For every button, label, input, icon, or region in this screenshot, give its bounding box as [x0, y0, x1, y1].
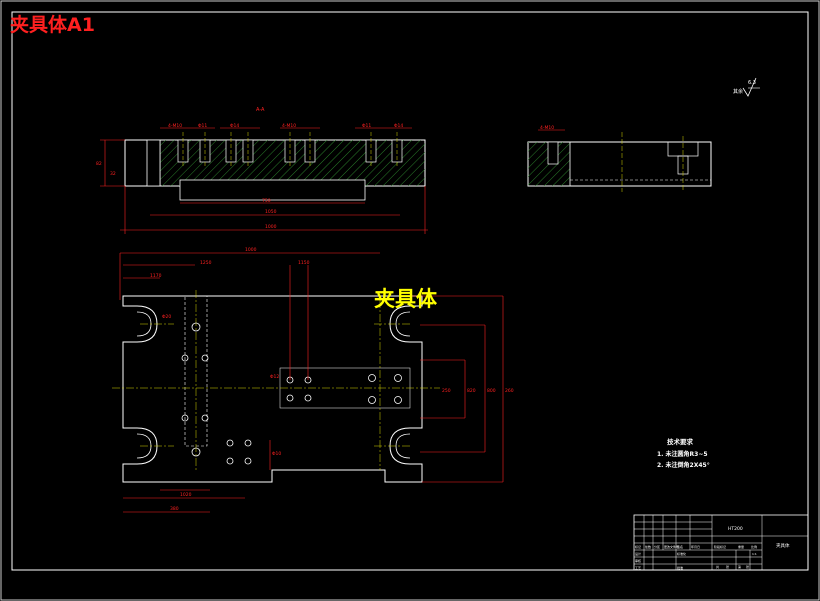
- svg-text:1000: 1000: [245, 247, 257, 253]
- svg-text:1020: 1020: [180, 492, 192, 498]
- svg-text:82: 82: [96, 161, 102, 167]
- svg-text:张: 张: [726, 564, 729, 569]
- svg-text:设计: 设计: [635, 551, 641, 556]
- svg-text:张: 张: [746, 564, 749, 569]
- svg-text:批准: 批准: [677, 565, 683, 570]
- inner-frame: [11, 11, 809, 571]
- svg-text:820: 820: [467, 388, 476, 394]
- roughness-value: 6.3: [748, 80, 756, 86]
- svg-text:比例: 比例: [751, 544, 757, 549]
- svg-text:4-M10: 4-M10: [168, 123, 182, 129]
- tech-req-item-1: 1. 未注圆角R3~5: [657, 450, 708, 458]
- plan-view: 1000 1250 1170 1150 1020 380 820 800 260…: [112, 247, 514, 513]
- svg-text:Φ20: Φ20: [162, 314, 171, 320]
- side-view: 4-M10: [527, 125, 712, 192]
- svg-text:800: 800: [487, 388, 496, 394]
- svg-text:4-M10: 4-M10: [540, 125, 554, 131]
- svg-text:重量: 重量: [738, 544, 744, 549]
- section-label: A-A: [256, 107, 265, 113]
- svg-text:4-M10: 4-M10: [282, 123, 296, 129]
- svg-text:Φ11: Φ11: [198, 123, 207, 129]
- roughness-label: 其余: [733, 88, 743, 95]
- roughness-symbol: 其余 6.3: [733, 77, 760, 97]
- svg-text:Φ14: Φ14: [230, 123, 239, 129]
- svg-text:审核: 审核: [635, 558, 641, 563]
- svg-text:1250: 1250: [200, 260, 212, 266]
- svg-text:Φ10: Φ10: [272, 451, 281, 457]
- title-block-material: HT200: [728, 526, 743, 532]
- title-block-part-name: 夹具体: [776, 542, 790, 549]
- svg-text:250: 250: [442, 388, 451, 394]
- tech-req-heading: 技术要求: [667, 437, 694, 446]
- svg-text:1050: 1050: [265, 209, 277, 215]
- svg-text:Φ14: Φ14: [394, 123, 403, 129]
- svg-text:32: 32: [110, 171, 116, 177]
- svg-text:1000: 1000: [265, 224, 277, 230]
- svg-text:阶段标记: 阶段标记: [714, 544, 726, 549]
- svg-text:Φ11: Φ11: [362, 123, 371, 129]
- title-block: HT200 夹具体 标记 处数 分区 更改文件号 签名 年月日 设计 标准化 审…: [633, 514, 809, 571]
- svg-text:1:1: 1:1: [752, 552, 757, 556]
- svg-text:1170: 1170: [150, 273, 162, 279]
- corner-title: 夹具体A1: [10, 13, 95, 36]
- svg-text:处数: 处数: [645, 544, 651, 549]
- svg-text:共: 共: [716, 564, 719, 569]
- front-section-view: A-A: [96, 107, 428, 234]
- technical-requirements: 技术要求 1. 未注圆角R3~5 2. 未注倒角2X45°: [657, 437, 710, 469]
- svg-text:年月日: 年月日: [691, 544, 700, 549]
- svg-text:750: 750: [262, 198, 271, 204]
- svg-text:Φ12: Φ12: [270, 374, 279, 380]
- tech-req-item-2: 2. 未注倒角2X45°: [657, 461, 710, 469]
- svg-text:260: 260: [505, 388, 514, 394]
- svg-text:第: 第: [738, 564, 741, 569]
- svg-text:签名: 签名: [677, 544, 683, 549]
- svg-text:1150: 1150: [298, 260, 310, 266]
- svg-text:标记: 标记: [635, 544, 641, 549]
- svg-text:380: 380: [170, 506, 179, 512]
- svg-text:标准化: 标准化: [677, 551, 686, 556]
- svg-text:分区: 分区: [654, 544, 660, 549]
- center-title: 夹具体: [374, 287, 438, 311]
- svg-text:工艺: 工艺: [635, 565, 641, 570]
- svg-text:更改文件号: 更改文件号: [664, 544, 679, 549]
